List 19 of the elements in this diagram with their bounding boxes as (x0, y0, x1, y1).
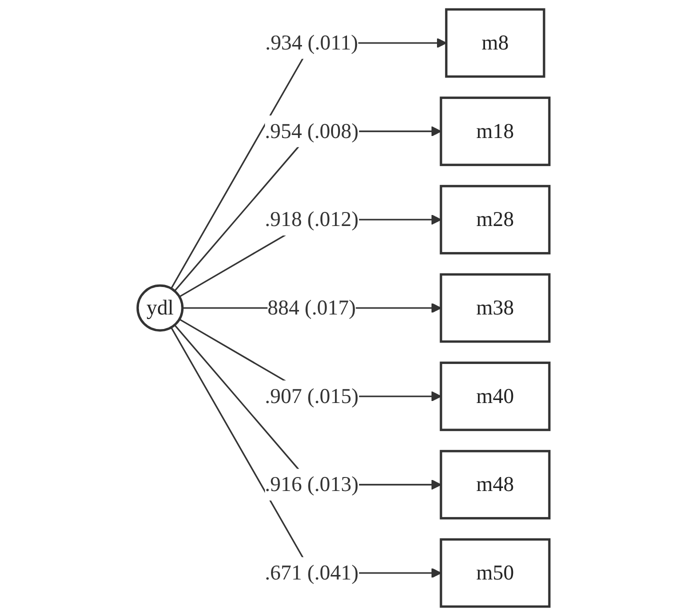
node-box: m8 (445, 8, 546, 78)
arrow (170, 38, 447, 289)
node-box: m38 (440, 273, 551, 343)
arrow (174, 126, 442, 292)
edge-label: .916 (.013) (264, 472, 359, 496)
arrow (174, 324, 442, 490)
node-box: m48 (440, 450, 551, 520)
node-circle: ydl (136, 284, 184, 332)
edge-label: .918 (.012) (264, 207, 359, 231)
node-box: m50 (440, 538, 551, 608)
arrow (170, 327, 442, 578)
node-box: m18 (440, 96, 551, 166)
edge-label: .907 (.015) (264, 384, 359, 408)
edge-label: 884 (.017) (268, 296, 356, 320)
edge-label: .954 (.008) (264, 118, 359, 143)
edge-label: .934 (.011) (265, 30, 358, 54)
edge-label: .671 (.041) (264, 560, 359, 584)
node-box: m40 (440, 362, 551, 432)
node-box: m28 (440, 184, 551, 254)
